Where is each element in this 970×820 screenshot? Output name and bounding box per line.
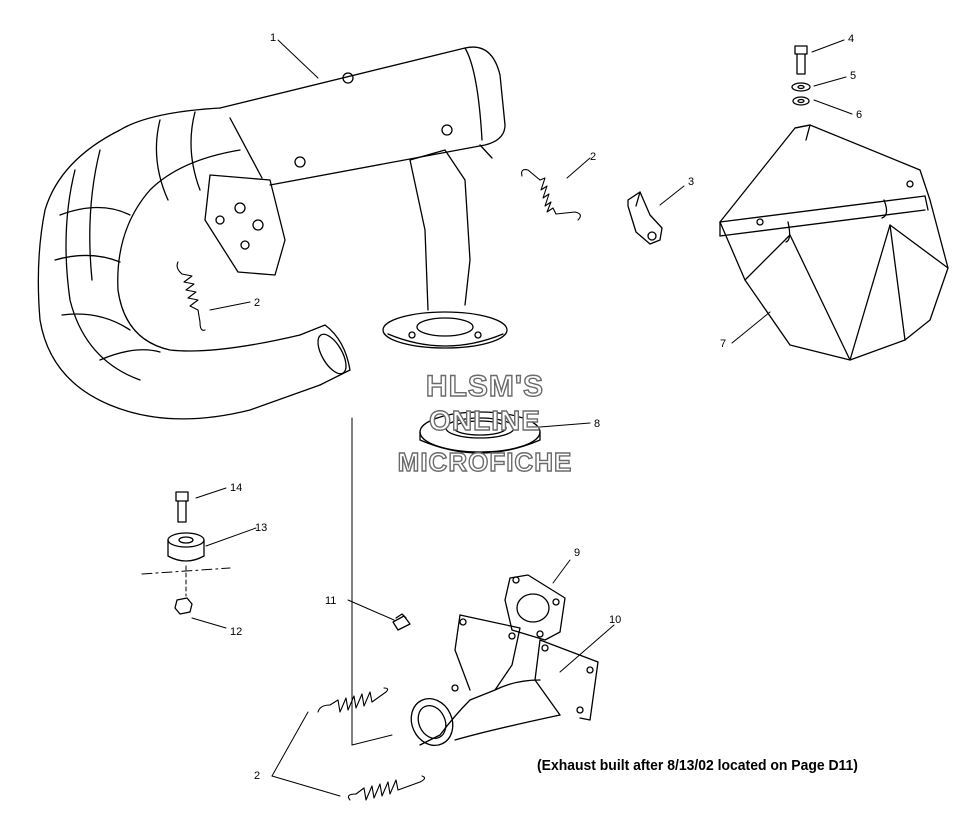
callout-2-lower: 2 xyxy=(254,770,261,782)
callout-3: 3 xyxy=(688,176,695,188)
heat-shield-part-7 xyxy=(719,124,949,361)
washer-part-5 xyxy=(791,82,811,92)
watermark-line-3: MICROFICHE xyxy=(397,446,573,477)
spring-part-2-left xyxy=(176,261,206,331)
callout-1: 1 xyxy=(270,32,277,44)
callout-2-upper: 2 xyxy=(590,151,597,163)
gasket-part-8 xyxy=(419,411,541,454)
leader-lines xyxy=(141,39,853,797)
callout-6: 6 xyxy=(856,109,863,121)
callout-12: 12 xyxy=(230,626,243,638)
spring-part-2-upper xyxy=(521,169,581,221)
bolt-part-11 xyxy=(392,613,411,631)
bolt-part-14 xyxy=(175,491,189,523)
exhaust-note: (Exhaust built after 8/13/02 located on … xyxy=(537,757,858,774)
callout-8: 8 xyxy=(594,418,601,430)
exhaust-muffler-part-1 xyxy=(37,46,508,420)
exhaust-manifold-part-10 xyxy=(410,614,599,746)
callout-7: 7 xyxy=(720,338,727,350)
washer-part-6 xyxy=(792,96,810,106)
spring-part-2-lower-a xyxy=(317,687,389,713)
callout-11: 11 xyxy=(325,595,337,607)
callout-10: 10 xyxy=(609,614,622,626)
bushing-part-13 xyxy=(167,532,205,562)
callout-4: 4 xyxy=(848,33,855,45)
callout-13: 13 xyxy=(255,522,268,534)
flange-gasket-part-9 xyxy=(504,574,566,641)
callout-5: 5 xyxy=(850,70,857,82)
bolt-part-4 xyxy=(794,45,808,75)
bracket-part-3 xyxy=(627,191,663,245)
callout-2-left: 2 xyxy=(254,297,261,309)
spring-part-2-lower-b xyxy=(347,775,426,801)
nut-part-12 xyxy=(174,597,193,615)
watermark-line-2: ONLINE xyxy=(428,404,541,436)
callout-14: 14 xyxy=(230,482,243,494)
callout-9: 9 xyxy=(574,547,581,559)
watermark-line-1: HLSM'S xyxy=(425,369,545,403)
